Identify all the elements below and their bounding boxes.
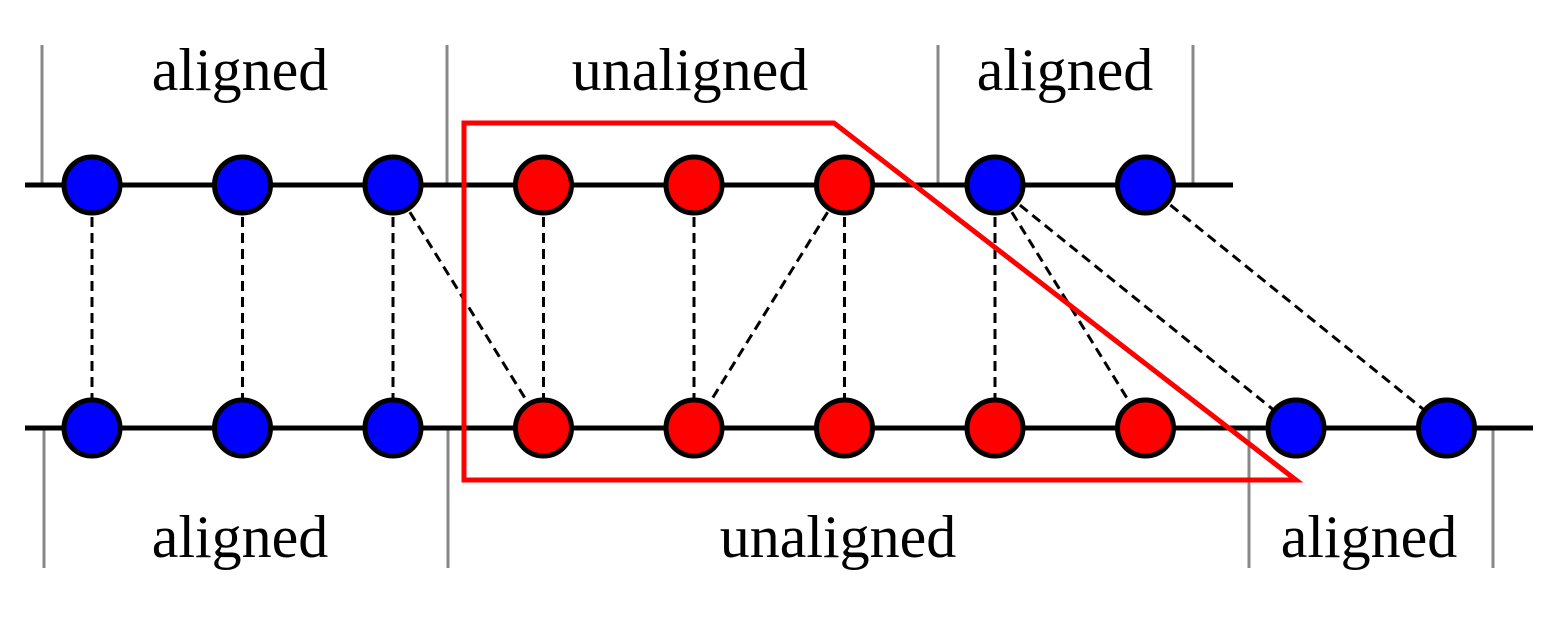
alignment-links — [90, 183, 1448, 430]
bottom-label-unaligned: unaligned — [720, 504, 957, 570]
top-aligned-node — [362, 154, 424, 216]
bottom-unaligned-node — [814, 397, 875, 459]
top-aligned-node — [61, 154, 123, 216]
top-unaligned-node — [663, 154, 725, 216]
bottom-aligned-node — [61, 397, 123, 459]
top-unaligned-node — [814, 154, 875, 216]
bottom-unaligned-node — [964, 397, 1026, 459]
top-aligned-node — [964, 154, 1026, 216]
unaligned-region-outline — [461, 120, 1304, 483]
bottom-aligned-node — [212, 397, 273, 459]
bottom-aligned-node — [1265, 397, 1327, 459]
bottom-segment-dividers — [42, 428, 1495, 568]
bottom-sequence-nodes — [61, 397, 1477, 459]
bottom-unaligned-node — [1115, 397, 1176, 459]
top-sequence-nodes — [61, 154, 1176, 216]
top-aligned-node — [212, 154, 273, 216]
alignment-link — [391, 184, 545, 429]
bottom-label-aligned-right: aligned — [1281, 504, 1458, 570]
top-label-aligned-right: aligned — [977, 37, 1154, 103]
bottom-unaligned-node — [663, 397, 725, 459]
bottom-aligned-node — [362, 397, 424, 459]
top-unaligned-node — [513, 154, 574, 216]
top-label-aligned-left: aligned — [152, 37, 329, 103]
alignment-link — [1144, 183, 1448, 430]
alignment-link — [994, 183, 1297, 430]
bottom-aligned-node — [1416, 397, 1477, 459]
alignment-link — [692, 184, 846, 429]
top-label-unaligned: unaligned — [572, 37, 809, 103]
top-aligned-node — [1115, 154, 1176, 216]
top-segment-dividers — [40, 45, 1195, 185]
bottom-label-aligned-left: aligned — [152, 504, 329, 570]
bottom-unaligned-node — [513, 397, 574, 459]
